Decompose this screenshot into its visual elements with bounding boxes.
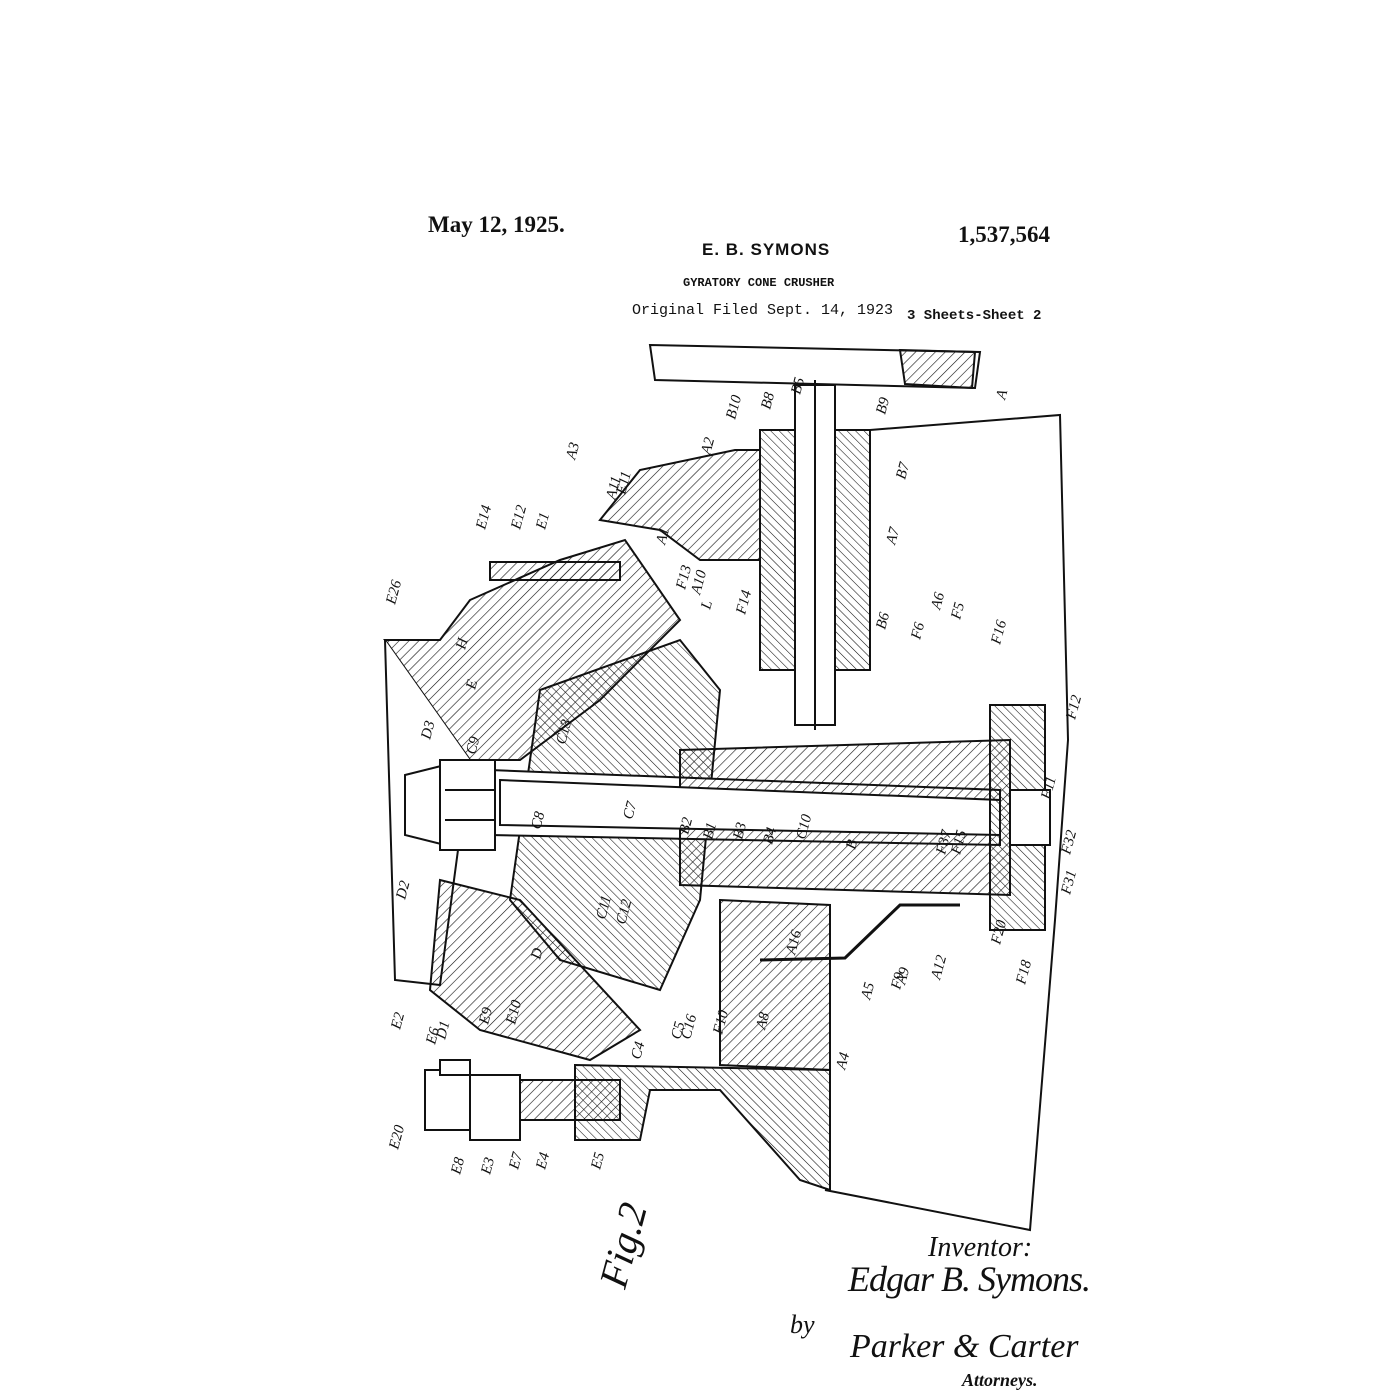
ref-label: E6 <box>423 1025 443 1047</box>
ref-label: F13 <box>673 564 695 592</box>
ref-label: E5 <box>588 1150 608 1172</box>
ref-label: C7 <box>620 799 640 821</box>
ref-label: F10 <box>710 1008 732 1037</box>
inventor-name: E. B. SYMONS <box>702 240 831 259</box>
ref-label: B2 <box>676 815 696 836</box>
ref-label: E4 <box>533 1150 553 1172</box>
ref-label: E7 <box>506 1149 526 1172</box>
inventor-signature: Edgar B. Symons. <box>848 1259 1091 1299</box>
ref-label: F5 <box>948 600 968 622</box>
by-label: by <box>790 1310 815 1339</box>
attorney-signature: Parker & Carter <box>850 1328 1079 1365</box>
patent-number: 1,537,564 <box>958 222 1050 247</box>
ref-label: C4 <box>628 1040 648 1062</box>
ref-label: F9 <box>888 970 908 992</box>
ref-label: A10 <box>688 568 710 597</box>
ref-label: E26 <box>383 578 405 607</box>
drawing-shapes <box>383 343 1070 1232</box>
ref-label: D2 <box>393 879 414 902</box>
ref-label: B4 <box>760 825 780 846</box>
ref-label: D <box>528 946 547 962</box>
ref-label: A16 <box>783 928 805 957</box>
ref-label: F20 <box>988 918 1010 947</box>
ref-label: E10 <box>503 998 525 1027</box>
ref-label: F31 <box>1058 869 1080 897</box>
ref-label: B9 <box>873 395 893 416</box>
ref-label: E11 <box>613 470 635 497</box>
ref-label: E14 <box>473 503 495 532</box>
ref-label: F6 <box>908 620 928 642</box>
reference-labels: A A1 A2 A3 A4 A5 A6 A7 A8 A9 A10 A11 A12… <box>383 375 1085 1177</box>
ref-label: C9 <box>463 735 483 757</box>
ref-label: B8 <box>758 390 778 411</box>
ref-label: A8 <box>753 1010 773 1032</box>
ref-label: A <box>993 387 1011 402</box>
ref-label: A6 <box>928 590 948 612</box>
ref-label: B <box>843 838 861 851</box>
ref-label: E20 <box>386 1123 408 1152</box>
ref-label: A2 <box>698 435 718 457</box>
ref-label: E <box>463 678 481 692</box>
figure-label: Fig.2 <box>590 1198 656 1293</box>
ref-label: B6 <box>873 610 893 631</box>
ref-label: B5 <box>788 375 808 396</box>
ref-label: C13 <box>553 718 575 746</box>
ref-label: C8 <box>528 810 548 832</box>
ref-label: A4 <box>833 1050 853 1072</box>
patent-title: GYRATORY CONE CRUSHER <box>683 276 835 290</box>
inventor-label: Inventor: <box>928 1232 1033 1263</box>
ref-label: F32 <box>1058 828 1080 857</box>
ref-label: F18 <box>1013 958 1035 987</box>
ref-label: E9 <box>476 1005 496 1027</box>
ref-label: D1 <box>433 1019 453 1042</box>
ref-label: B7 <box>893 459 913 481</box>
ref-label: F37 <box>933 827 955 857</box>
ref-label: E3 <box>478 1156 498 1177</box>
ref-label: E2 <box>388 1010 408 1032</box>
ref-label: A3 <box>563 441 583 462</box>
ref-label: A9 <box>893 965 913 987</box>
ref-label: E12 <box>508 503 530 532</box>
ref-label: F15 <box>948 828 970 857</box>
sheet-count: 3 Sheets-Sheet 2 <box>907 308 1042 324</box>
ref-label: B3 <box>730 821 750 841</box>
ref-label: A1 <box>653 526 673 547</box>
ref-label: C10 <box>793 812 815 841</box>
ref-label: B10 <box>723 393 745 421</box>
ref-label: E1 <box>533 511 553 532</box>
ref-label: F11 <box>1038 775 1060 802</box>
ref-label: F16 <box>988 618 1010 647</box>
ref-label: H <box>453 635 472 652</box>
ref-label: D3 <box>418 719 438 742</box>
attorneys-label: Attorneys. <box>962 1370 1038 1390</box>
ref-label: C16 <box>678 1012 700 1041</box>
ref-label: A5 <box>858 980 878 1002</box>
ref-label: A11 <box>603 475 625 502</box>
ref-label: E8 <box>448 1155 468 1177</box>
ref-label: B1 <box>700 821 720 841</box>
ref-label: F12 <box>1063 693 1085 722</box>
filed-date: Original Filed Sept. 14, 1923 <box>632 302 894 319</box>
ref-label: A7 <box>883 524 903 547</box>
patent-date: May 12, 1925. <box>428 212 565 237</box>
ref-label: L <box>698 599 716 612</box>
ref-label: C12 <box>613 897 635 926</box>
ref-label: C5 <box>668 1020 688 1042</box>
ref-label: F14 <box>733 588 755 617</box>
ref-label: A12 <box>928 953 950 982</box>
ref-label: C11 <box>593 894 615 921</box>
